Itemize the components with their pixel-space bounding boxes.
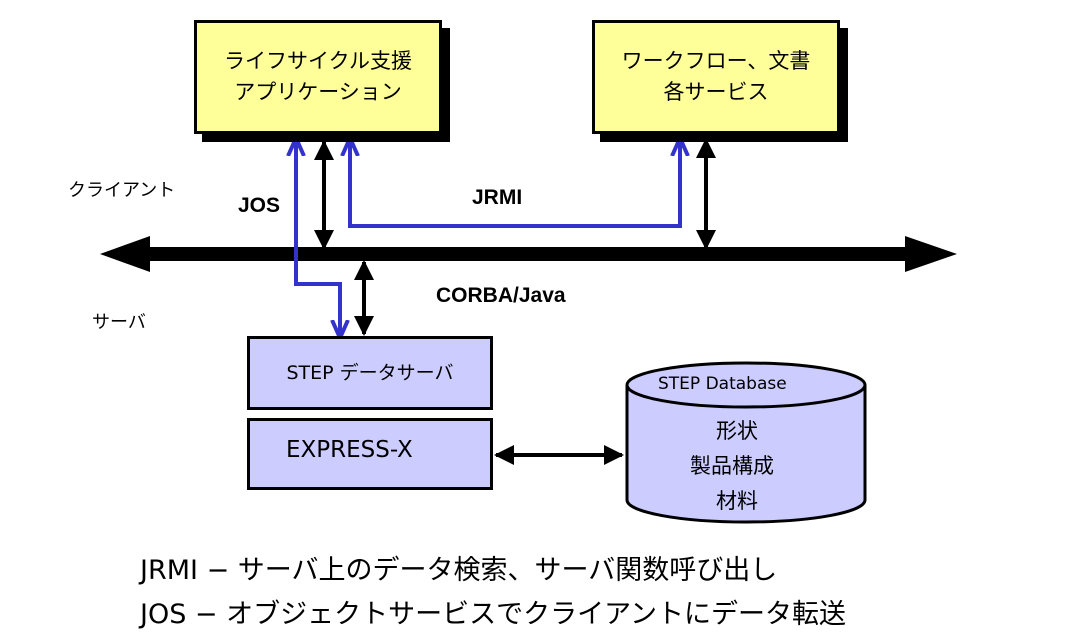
jos-path xyxy=(296,140,340,336)
step-data-server-title: STEP データサーバ xyxy=(286,361,454,384)
client-label: クライアント xyxy=(68,180,176,201)
jos-label: JOS xyxy=(238,194,281,217)
workflow-services-line1: ワークフロー、文書 xyxy=(621,49,811,73)
workflow-services-box: ワークフロー、文書 各サービス xyxy=(592,20,840,134)
lifecycle-app-line2: アプリケーション xyxy=(234,80,402,104)
database-item-shape: 形状 xyxy=(716,419,758,443)
jos-note: JOS − オブジェクトサービスでクライアントにデータ転送 xyxy=(140,599,847,630)
database-item-material: 材料 xyxy=(716,489,758,513)
workflow-services-line2: 各サービス xyxy=(663,80,769,104)
jrmi-note: JRMI − サーバ上のデータ検索、サーバ関数呼び出し xyxy=(140,555,778,586)
step-database-title: STEP Database xyxy=(658,374,787,394)
step-data-server-box: STEP データサーバ xyxy=(247,336,493,410)
jrmi-label: JRMI xyxy=(472,186,523,209)
step-database-cylinder xyxy=(625,361,867,524)
express-x-box: EXPRESS-X xyxy=(247,418,493,490)
jrmi-path xyxy=(350,140,680,228)
express-x-label: EXPRESS-X xyxy=(286,437,413,463)
database-item-product-structure: 製品構成 xyxy=(690,454,774,478)
server-label: サーバ xyxy=(92,312,146,333)
corba-java-label: CORBA/Java xyxy=(436,284,566,307)
corba-bus xyxy=(100,236,957,272)
lifecycle-app-box: ライフサイクル支援 アプリケーション xyxy=(194,20,442,134)
lifecycle-app-line1: ライフサイクル支援 xyxy=(224,49,412,73)
